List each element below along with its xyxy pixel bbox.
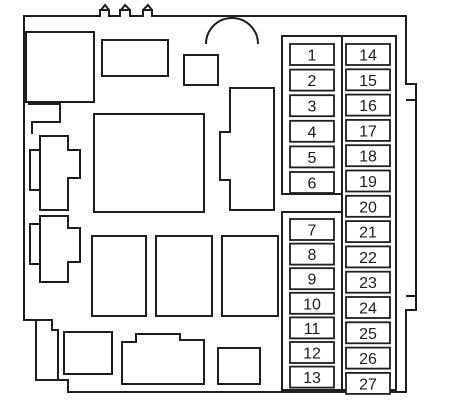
- fuse-number: 15: [359, 73, 377, 90]
- fuse-slot: [345, 371, 391, 395]
- fuse-number: 4: [308, 124, 317, 141]
- fuse-slot: [345, 270, 391, 294]
- fuse-number: 7: [308, 223, 317, 240]
- fuse-number: 23: [359, 275, 377, 292]
- fuse-number: 18: [359, 149, 377, 166]
- vertical-connector: [219, 87, 275, 211]
- fuse-slot: [289, 267, 335, 291]
- right-hook: [406, 83, 417, 101]
- lower-relay: [91, 235, 147, 317]
- fuse-box-outline: [23, 9, 417, 393]
- fuse-slot: [289, 341, 335, 364]
- left-connector-upper: [39, 135, 81, 211]
- fuse-number: 27: [359, 376, 377, 393]
- top-notch: [205, 17, 259, 45]
- fuse-slot: [289, 94, 335, 118]
- fuse-number: 19: [359, 174, 377, 191]
- fuse-number: 14: [359, 48, 377, 65]
- left-tab: [29, 149, 41, 191]
- fuse-number: 6: [308, 176, 317, 193]
- bottom-connector: [121, 333, 205, 385]
- fuse-slot: [289, 316, 335, 340]
- fuse-number: 16: [359, 98, 377, 115]
- fuse-number: 26: [359, 351, 377, 368]
- left-connector-lower: [39, 215, 81, 283]
- bottom-block: [63, 331, 113, 375]
- lower-relay: [155, 235, 213, 317]
- bottom-small-block: [217, 347, 261, 385]
- fuse-number: 10: [303, 296, 321, 313]
- relay-small: [183, 54, 219, 86]
- top-connector-tab: [120, 3, 131, 11]
- fuse-number: 17: [359, 123, 377, 140]
- fuse-slot: [345, 346, 391, 370]
- relay-top: [101, 39, 169, 77]
- fuse-slot: [345, 194, 391, 218]
- top-connector-tab: [142, 3, 153, 11]
- left-bracket: [28, 103, 61, 134]
- fuse-number: 20: [359, 199, 377, 216]
- fuse-number: 21: [359, 225, 377, 242]
- upper-left-block: [25, 31, 95, 103]
- fuse-slot: [345, 68, 391, 92]
- fuse-slot: [345, 321, 391, 345]
- fuse-slot: [289, 43, 335, 66]
- fuse-slot: [345, 169, 391, 193]
- fuse-slot: [289, 68, 335, 92]
- fuse-number: 12: [303, 346, 321, 363]
- fuse-slot: [289, 365, 335, 389]
- fuse-slot: [289, 145, 335, 169]
- fuse-slot: [289, 218, 335, 241]
- fuse-slot: [345, 144, 391, 168]
- main-relay: [93, 113, 205, 213]
- fuse-slot: [289, 119, 335, 143]
- bottom-left-bracket: [24, 319, 59, 380]
- fuse-number: 11: [304, 321, 321, 338]
- fuse-number: 3: [308, 99, 317, 116]
- fuse-slot: [345, 119, 391, 142]
- fuse-number: 8: [308, 247, 317, 264]
- fuse-number: 1: [308, 48, 317, 65]
- fuse-slot: [289, 171, 335, 194]
- fuse-number: 24: [359, 301, 377, 318]
- fuse-slot: [289, 242, 335, 266]
- fuse-number: 13: [303, 370, 321, 387]
- fuse-slot: [289, 291, 335, 315]
- fuse-number: 5: [308, 150, 317, 167]
- top-connector-tab: [100, 3, 110, 11]
- fuse-slots: 1234567891011121314151617181920212223242…: [289, 43, 391, 395]
- fuse-slot: [345, 43, 391, 66]
- fuse-number: 2: [308, 73, 317, 90]
- lower-relay: [221, 235, 279, 317]
- fuse-number: 25: [359, 326, 377, 343]
- fuse-number: 22: [359, 250, 377, 267]
- fuse-slot: [345, 245, 391, 269]
- fuse-number: 9: [308, 272, 317, 289]
- fuse-slot: [345, 93, 391, 117]
- right-hook: [406, 295, 417, 311]
- fuse-slot: [345, 296, 391, 319]
- left-tab: [29, 223, 41, 265]
- fuse-slot: [345, 220, 391, 244]
